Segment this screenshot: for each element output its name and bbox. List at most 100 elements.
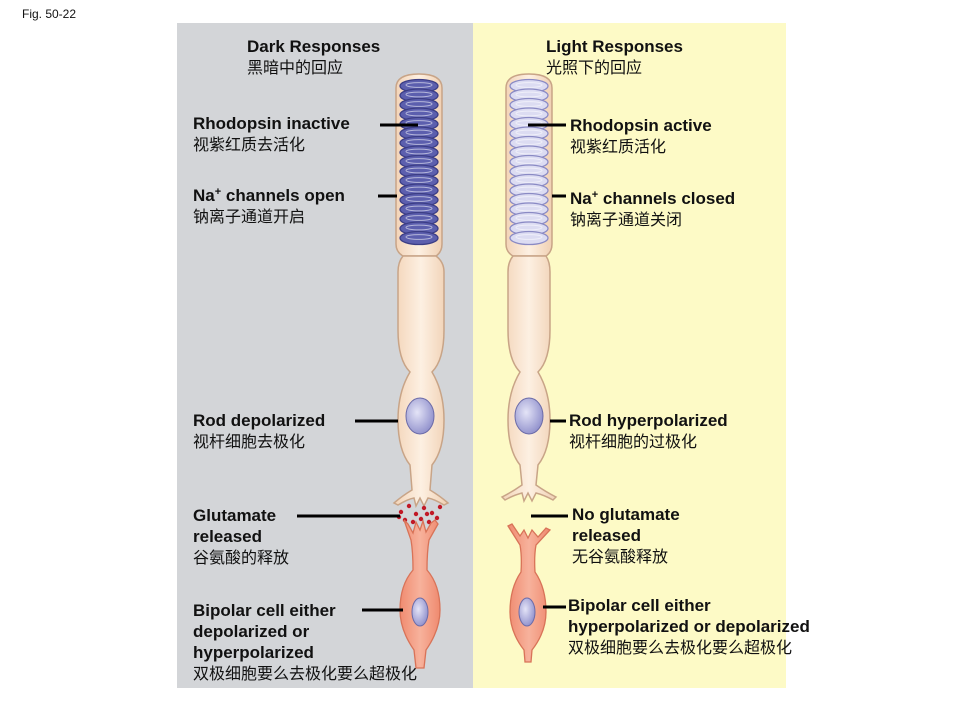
dark-rod-inner-segment [392,255,450,509]
glutamate-molecule [398,509,404,515]
light-na-zh: 钠离子通道关闭 [570,210,683,229]
light-rod-zh: 视杆细胞的过极化 [569,432,698,451]
dark-disc-highlight [405,158,433,164]
light-disc-highlight [515,196,543,202]
light-disc-highlight [515,177,543,183]
glutamate-molecule [426,519,432,525]
light-rod-en: Rod hyperpolarized [569,411,728,430]
light-disc-stack [509,78,549,246]
dark-title: Dark Responses 黑暗中的回应 [247,36,380,79]
dark-na-prefix: Na [193,186,215,205]
dark-disc-stack [399,78,439,246]
light-bipolar-zh: 双极细胞要么去极化要么超极化 [568,638,793,657]
dark-disc-highlight [405,186,433,193]
dark-disc-highlight [405,101,433,107]
dark-disc-highlight [405,91,433,98]
light-glut-line1: No glutamate [572,505,680,524]
dark-bipolar-cell [399,518,441,669]
light-disc-highlight [515,129,543,136]
light-bipolar-line1: Bipolar cell either [568,596,711,615]
dark-bipolar-line1: Bipolar cell either [193,601,336,620]
light-bipolar-line2: hyperpolarized or depolarized [568,617,810,636]
light-bipolar-cell [507,523,552,663]
light-na-sup: + [591,189,599,201]
light-title-zh: 光照下的回应 [546,58,643,77]
light-disc-highlight [515,158,543,164]
dark-rod-en: Rod depolarized [193,411,326,430]
dark-disc-highlight [405,196,433,202]
light-disc-highlight [515,224,543,231]
dark-bipolar-line2: depolarized or [193,622,310,641]
light-rhodopsin-label: Rhodopsin active 视紫红质活化 [570,115,712,158]
light-disc-highlight [515,139,543,145]
glutamate-molecule [434,515,440,521]
figure-number: Fig. 50-22 [22,7,77,21]
dark-disc-highlight [405,139,433,145]
dark-glut-line1: Glutamate [193,506,277,525]
dark-rod-zh: 视杆细胞去极化 [193,432,306,451]
light-bipolar-nucleus [518,597,536,627]
light-disc-highlight [515,91,543,98]
light-na-prefix: Na [570,189,592,208]
light-glut-line2: released [572,526,641,545]
light-title-en: Light Responses [546,37,683,56]
dark-glut-line2: released [193,527,262,546]
glutamate-molecule [410,519,416,525]
dark-disc-highlight [405,148,433,155]
light-rod-label: Rod hyperpolarized 视杆细胞的过极化 [569,410,728,453]
light-rhodopsin-en: Rhodopsin active [570,116,712,135]
dark-rhodopsin-zh: 视紫红质去活化 [193,135,306,154]
dark-disc-highlight [405,167,433,174]
light-disc-highlight [515,205,543,212]
dark-title-en: Dark Responses [247,37,381,56]
glutamate-molecule [421,505,427,511]
dark-disc-highlight [405,110,433,117]
light-rod-cell [500,73,558,504]
light-rod-inner-segment [500,255,558,504]
light-disc-highlight [515,234,543,240]
light-glutamate-label: No glutamate released 无谷氨酸释放 [572,504,680,568]
dark-rhodopsin-label: Rhodopsin inactive 视紫红质去活化 [193,113,350,156]
light-disc-highlight [515,101,543,107]
dark-disc-highlight [405,82,433,88]
dark-rod-cell [392,73,450,509]
light-disc [509,230,549,246]
dark-glutamate-label: Glutamate released 谷氨酸的释放 [193,505,289,569]
dark-rhodopsin-en: Rhodopsin inactive [193,114,350,133]
glutamate-molecule [437,504,443,510]
dark-disc-highlight [405,177,433,183]
dark-disc-highlight [405,234,433,240]
light-rhodopsin-zh: 视紫红质活化 [570,137,667,156]
dark-na-zh: 钠离子通道开启 [193,207,306,226]
dark-disc-highlight [405,224,433,231]
dark-bipolar-line3: hyperpolarized [193,643,314,662]
light-disc-highlight [515,82,543,88]
dark-bipolar-nucleus [411,597,429,627]
dark-rod-nucleus [405,397,435,435]
light-disc-highlight [515,148,543,155]
light-title: Light Responses 光照下的回应 [546,36,683,79]
light-disc-highlight [515,167,543,174]
light-na-rest: channels closed [598,189,736,208]
glutamate-molecule [424,511,430,517]
light-na-label: Na+ channels closed 钠离子通道关闭 [570,185,735,231]
dark-na-sup: + [214,186,222,198]
light-disc-highlight [515,110,543,117]
dark-bipolar-zh: 双极细胞要么去极化要么超极化 [193,664,418,683]
dark-bipolar-label: Bipolar cell either depolarized or hyper… [193,600,417,685]
dark-disc-highlight [405,120,433,126]
light-bipolar-label: Bipolar cell either hyperpolarized or de… [568,595,810,659]
light-disc-highlight [515,186,543,193]
light-glut-zh: 无谷氨酸释放 [572,547,669,566]
dark-na-label: Na+ channels open 钠离子通道开启 [193,182,345,228]
dark-rod-label: Rod depolarized 视杆细胞去极化 [193,410,325,453]
dark-disc [399,230,439,246]
glutamate-molecule [413,511,419,517]
dark-glut-zh: 谷氨酸的释放 [193,548,290,567]
glutamate-molecule [406,503,412,509]
glutamate-molecule [429,510,435,516]
dark-disc-highlight [405,215,433,221]
dark-bipolar-body [399,518,441,669]
glutamate-molecule [418,516,424,522]
